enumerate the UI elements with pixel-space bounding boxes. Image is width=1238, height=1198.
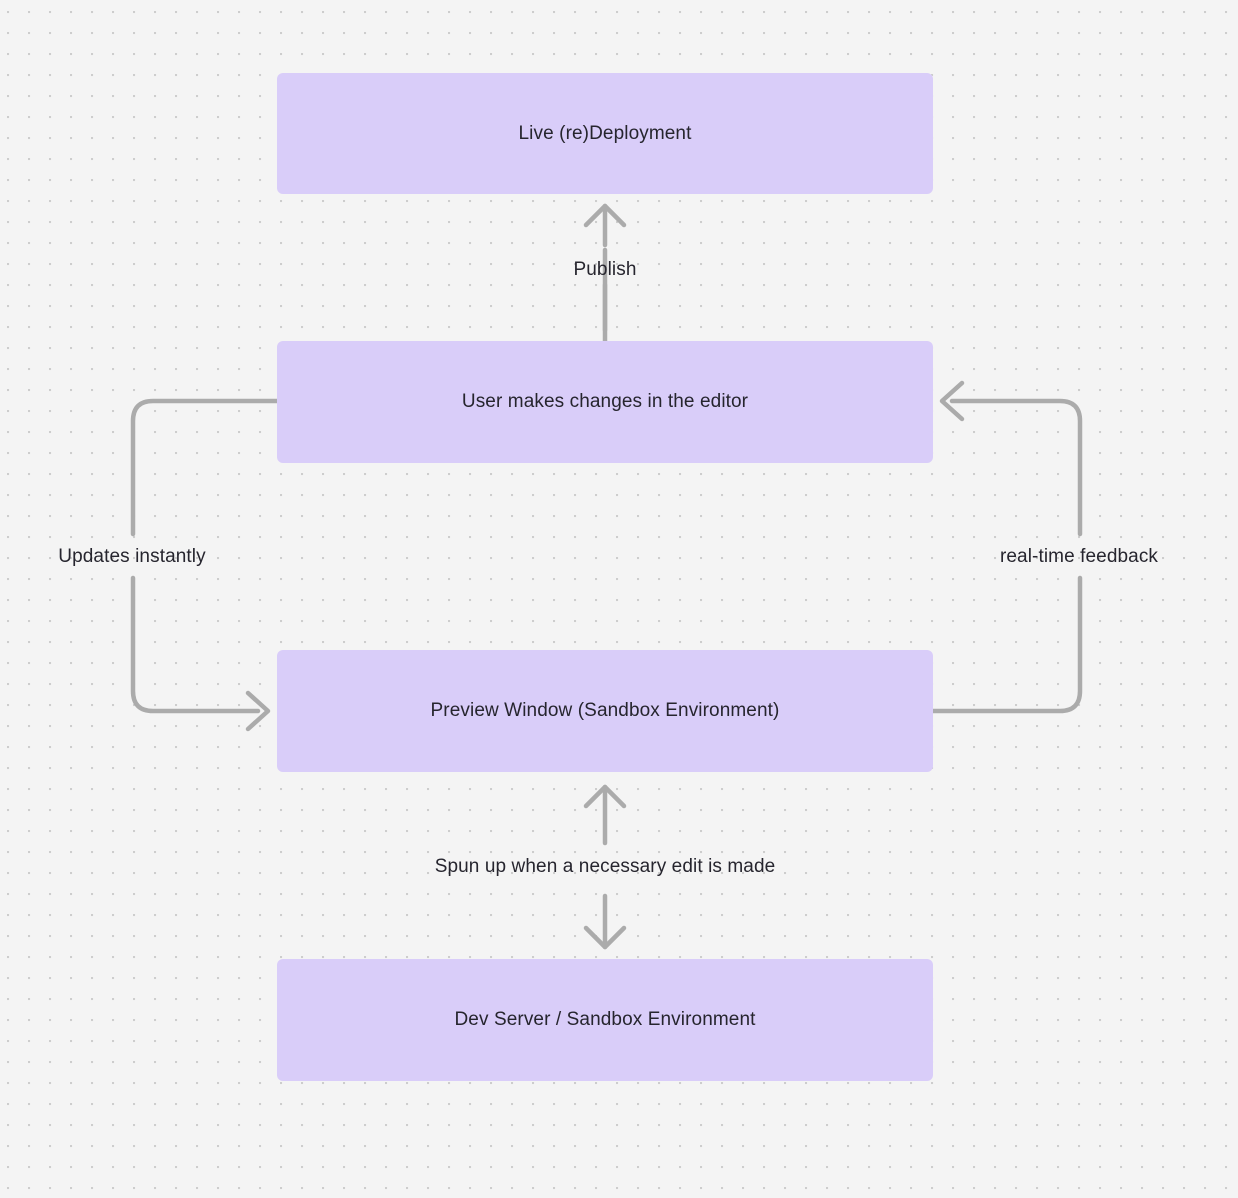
node-user-makes-changes[interactable]: User makes changes in the editor	[277, 341, 933, 463]
node-label: Live (re)Deployment	[518, 122, 692, 144]
node-label: User makes changes in the editor	[461, 391, 749, 412]
edge-label-publish: Publish	[573, 259, 637, 280]
edge-label-updates-instantly: Updates instantly	[58, 546, 206, 567]
node-label: Preview Window (Sandbox Environment)	[430, 700, 780, 721]
node-preview-window[interactable]: Preview Window (Sandbox Environment)	[277, 650, 933, 772]
node-live-redeployment[interactable]: Live (re)Deployment	[277, 73, 933, 194]
node-dev-server[interactable]: Dev Server / Sandbox Environment	[277, 959, 933, 1081]
edge-label-spun-up: Spun up when a necessary edit is made	[434, 856, 776, 877]
node-label: Dev Server / Sandbox Environment	[454, 1009, 756, 1030]
edge-label-real-time-feedback: real-time feedback	[999, 546, 1159, 567]
